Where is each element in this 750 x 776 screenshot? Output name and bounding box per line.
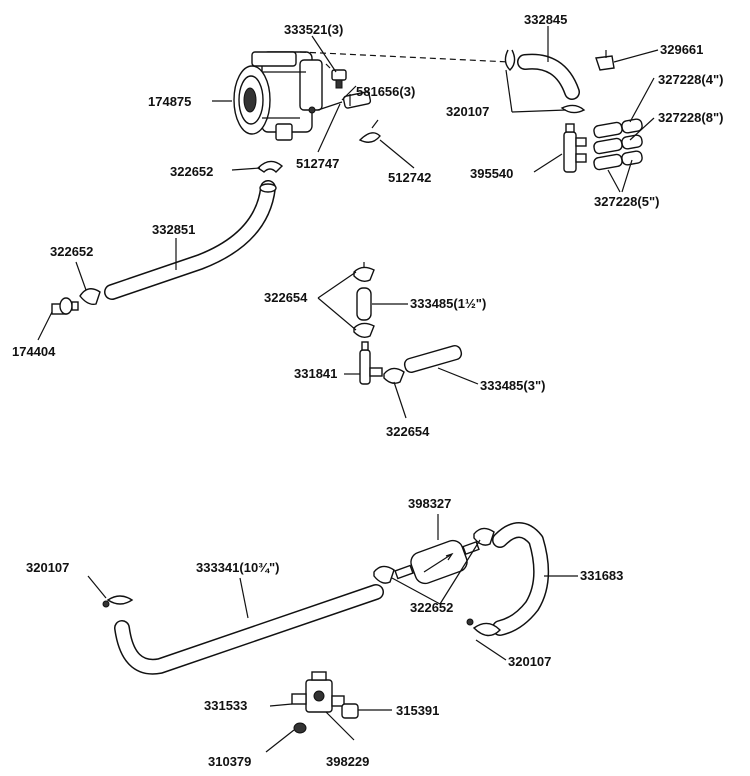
- label-331683: 331683: [580, 568, 623, 583]
- label-329661: 329661: [660, 42, 703, 57]
- valve-assembly: [291, 671, 345, 713]
- label-512747: 512747: [296, 156, 339, 171]
- clamp-320107-left: [102, 595, 134, 608]
- hoses-327228: [593, 118, 643, 171]
- label-581656: 581656(3): [356, 84, 415, 99]
- label-398229: 398229: [326, 754, 369, 769]
- leader-lines: [37, 26, 659, 753]
- label-331533: 331533: [204, 698, 247, 713]
- fuel-pump: [233, 51, 323, 141]
- fitting-174404: [51, 297, 79, 315]
- label-327228-8in: 327228(8"): [658, 110, 723, 125]
- label-333341: 333341(10¾"): [196, 560, 280, 575]
- label-331841: 331841: [294, 366, 337, 381]
- plug-310379: [293, 722, 307, 734]
- fitting-329661: [595, 50, 615, 71]
- label-315391: 315391: [396, 703, 439, 718]
- fitting-331841: [359, 341, 383, 385]
- cap-315391: [341, 703, 359, 719]
- clamp-320107-top: [504, 49, 586, 114]
- label-322652-left: 322652: [50, 244, 93, 259]
- label-398327: 398327: [408, 496, 451, 511]
- label-512742: 512742: [388, 170, 431, 185]
- label-322654-bottom: 322654: [386, 424, 430, 439]
- hose-333485-short: [356, 287, 372, 321]
- label-333485-short: 333485(1½"): [410, 296, 486, 311]
- label-327228-4in: 327228(4"): [658, 72, 723, 87]
- clamp-320107-right: [466, 618, 501, 637]
- clamps-322654-top: [353, 262, 375, 339]
- hose-331683: [492, 522, 550, 636]
- label-310379: 310379: [208, 754, 251, 769]
- label-174875: 174875: [148, 94, 191, 109]
- fitting-333521: [325, 63, 347, 89]
- label-320107-left: 320107: [26, 560, 69, 575]
- label-395540: 395540: [470, 166, 513, 181]
- label-327228-5in: 327228(5"): [594, 194, 659, 209]
- label-332851: 332851: [152, 222, 195, 237]
- clamp-322652-top: [256, 160, 284, 173]
- label-320107-right: 320107: [508, 654, 551, 669]
- label-320107-top: 320107: [446, 104, 489, 119]
- hose-333485-long: [403, 344, 463, 374]
- fitting-395540: [563, 123, 587, 173]
- label-322652-bottom: 322652: [410, 600, 453, 615]
- clamp-322652-a: [373, 565, 395, 584]
- clip-512742: [358, 119, 381, 143]
- hose-332851: [104, 180, 277, 300]
- hose-333341: [114, 584, 384, 675]
- label-333485-long: 333485(3"): [480, 378, 545, 393]
- fuel-filter-398327: [394, 539, 480, 585]
- label-332845: 332845: [524, 12, 567, 27]
- label-322652-top: 322652: [170, 164, 213, 179]
- fitting-581656: [317, 91, 372, 111]
- clamp-322652-left: [79, 288, 101, 306]
- label-333521: 333521(3): [284, 22, 343, 37]
- hose-332845: [517, 53, 580, 100]
- clamp-322654-bottom: [383, 367, 405, 385]
- label-174404: 174404: [12, 344, 56, 359]
- label-322654-top: 322654: [264, 290, 308, 305]
